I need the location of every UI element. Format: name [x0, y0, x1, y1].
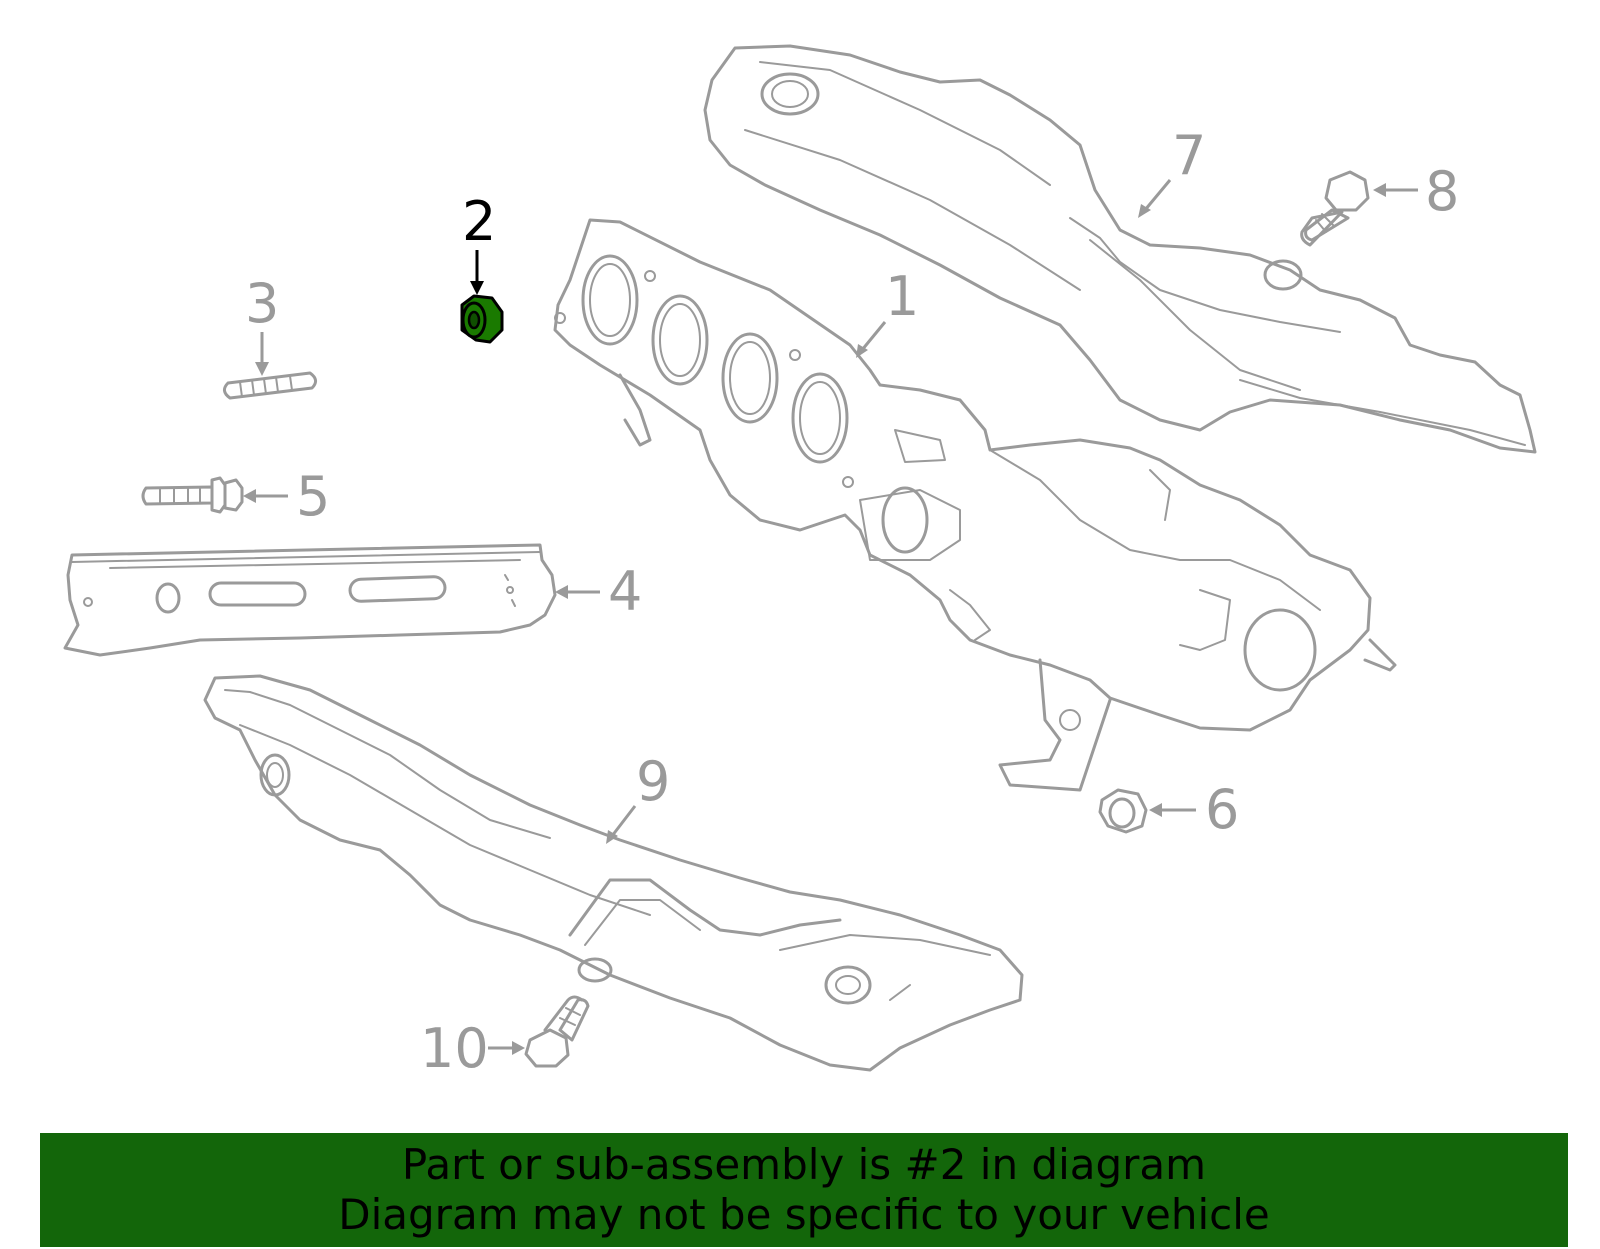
svg-text:4: 4: [608, 560, 642, 623]
callout-7[interactable]: 7: [1138, 124, 1206, 218]
callout-6[interactable]: 6: [1149, 778, 1239, 841]
callout-2[interactable]: 2: [462, 190, 496, 295]
callout-4[interactable]: 4: [555, 560, 642, 623]
part-3-stud[interactable]: [223, 371, 317, 400]
callout-1[interactable]: 1: [856, 265, 919, 358]
svg-text:3: 3: [245, 272, 279, 335]
part-2-nut-highlighted[interactable]: [460, 294, 504, 344]
callout-5[interactable]: 5: [243, 465, 330, 528]
part-1-exhaust-manifold[interactable]: [553, 218, 1397, 792]
part-6-nut[interactable]: [1098, 788, 1148, 834]
svg-text:10: 10: [420, 1017, 489, 1080]
callout-8[interactable]: 8: [1373, 160, 1459, 223]
callout-3[interactable]: 3: [245, 272, 279, 376]
part-9-lower-heat-shield[interactable]: [203, 674, 1024, 1072]
banner-line-2: Diagram may not be specific to your vehi…: [338, 1190, 1270, 1239]
info-banner: Part or sub-assembly is #2 in diagram Di…: [40, 1133, 1568, 1247]
svg-text:8: 8: [1425, 160, 1459, 223]
part-5-bolt[interactable]: [141, 476, 244, 514]
svg-text:2: 2: [462, 190, 496, 253]
svg-text:1: 1: [885, 265, 919, 328]
callout-9[interactable]: 9: [606, 750, 670, 844]
callout-10[interactable]: 10: [420, 1017, 525, 1080]
part-8-bolt[interactable]: [1300, 170, 1370, 247]
banner-line-1: Part or sub-assembly is #2 in diagram: [401, 1140, 1207, 1189]
svg-text:6: 6: [1205, 778, 1239, 841]
part-4-bracket[interactable]: [63, 543, 557, 657]
svg-text:7: 7: [1172, 124, 1206, 187]
part-7-upper-heat-shield[interactable]: [703, 44, 1537, 454]
part-10-bolt[interactable]: [524, 995, 590, 1068]
svg-text:5: 5: [296, 465, 330, 528]
parts-diagram: 1 2 3 4 5 6 7 8 9: [63, 44, 1537, 1080]
svg-text:9: 9: [636, 750, 670, 813]
